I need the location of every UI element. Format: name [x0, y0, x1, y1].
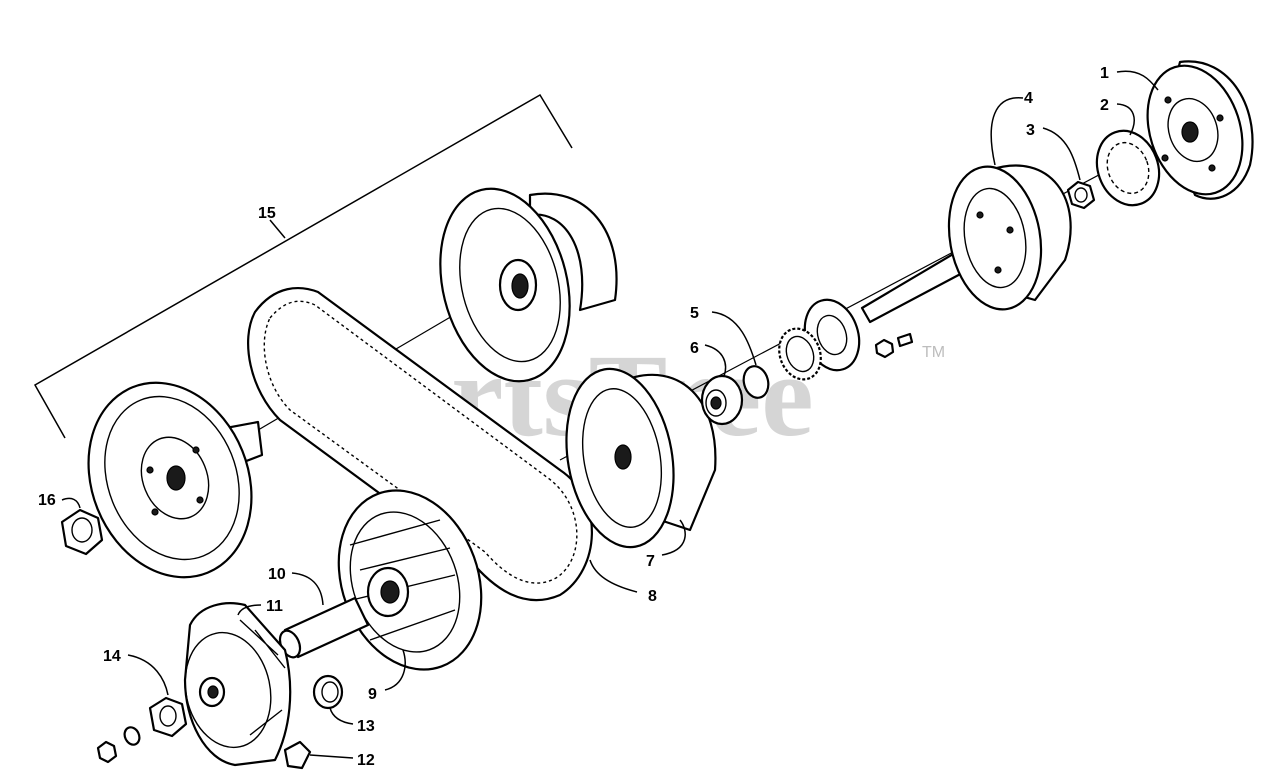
- part-15-driven-sheave-left[interactable]: [60, 358, 280, 602]
- callout-3: 3: [1026, 122, 1035, 139]
- part-7-drive-sheave[interactable]: [553, 360, 717, 555]
- part-4-clutch-drum-shaft[interactable]: [860, 159, 1072, 324]
- leader-13: [329, 707, 354, 725]
- leader-15: [269, 219, 286, 239]
- callout-12: 12: [357, 752, 375, 769]
- callout-1: 1: [1100, 65, 1109, 82]
- leader-4: [990, 97, 1024, 166]
- watermark-trademark: TM: [922, 344, 945, 361]
- leader-1: [1116, 70, 1159, 91]
- leader-14: [127, 654, 169, 696]
- part-1-housing[interactable]: [1132, 53, 1258, 206]
- part-11-movable-sheave[interactable]: [175, 602, 292, 767]
- leader-8: [589, 559, 638, 593]
- part-5-o-ring[interactable]: [740, 363, 771, 400]
- part-16-nut[interactable]: [60, 508, 104, 556]
- callout-9: 9: [368, 686, 377, 703]
- leader-6: [704, 344, 727, 377]
- callout-14: 14: [103, 648, 121, 665]
- leader-16: [61, 497, 81, 509]
- part-15-driven-sheave-right[interactable]: [421, 175, 618, 395]
- part-2-one-way-clutch[interactable]: [1087, 122, 1169, 214]
- leader-2: [1116, 103, 1135, 136]
- part-3-nut[interactable]: [1066, 180, 1096, 210]
- part-6-bearing[interactable]: [700, 374, 744, 426]
- gear-ring[interactable]: [772, 323, 827, 386]
- callout-4: 4: [1024, 90, 1033, 107]
- leader-3: [1042, 127, 1081, 181]
- leader-10: [291, 572, 324, 606]
- part-12-slider[interactable]: [283, 740, 312, 770]
- part-8-drive-belt[interactable]: [247, 286, 593, 602]
- callout-7: 7: [646, 553, 655, 570]
- callout-8: 8: [648, 588, 657, 605]
- assembly-15-bracket: [33, 93, 573, 439]
- part-14-flange-nut[interactable]: [148, 696, 188, 738]
- leader-5: [711, 311, 757, 366]
- part-10-spacer-tube[interactable]: [276, 596, 370, 660]
- leader-12: [309, 754, 354, 759]
- callout-10: 10: [268, 566, 286, 583]
- leader-11: [237, 604, 262, 616]
- callout-2: 2: [1100, 97, 1109, 114]
- part-14-washers[interactable]: [96, 725, 142, 764]
- shaft-nut-and-bolt[interactable]: [874, 332, 914, 359]
- callout-6: 6: [690, 340, 699, 357]
- leader-7: [661, 519, 686, 556]
- callout-5: 5: [690, 305, 699, 322]
- callout-13: 13: [357, 718, 375, 735]
- part-13-bushing[interactable]: [312, 674, 344, 710]
- callout-15: 15: [258, 205, 276, 222]
- callout-16: 16: [38, 492, 56, 509]
- callout-11: 11: [266, 598, 283, 615]
- leader-9: [384, 649, 406, 691]
